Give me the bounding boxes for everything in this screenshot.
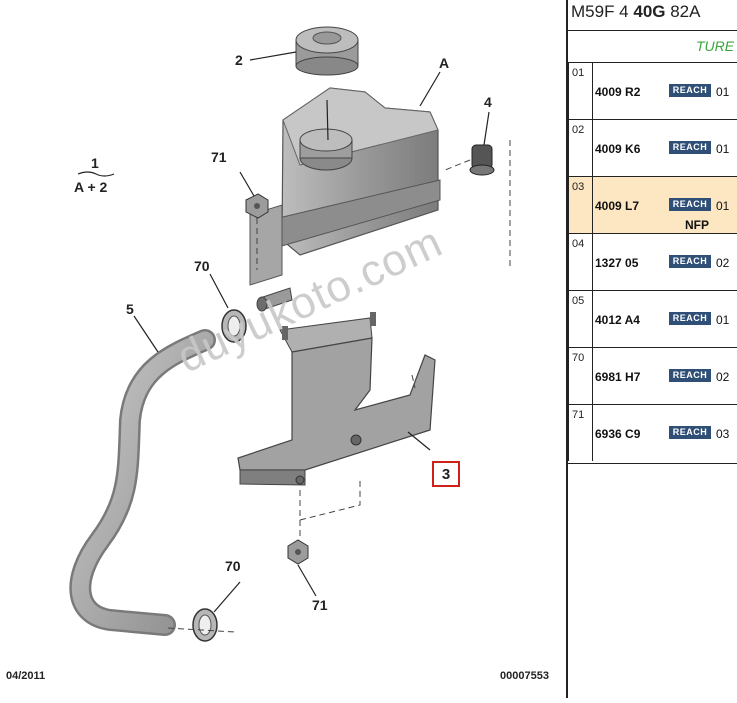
table-row[interactable]: 05 4012 A4 REACH 01	[568, 290, 737, 347]
grommet	[469, 144, 495, 176]
part-reference[interactable]: 4009 R2	[595, 85, 641, 99]
reach-badge[interactable]: REACH	[669, 312, 711, 325]
row-number: 01	[572, 67, 585, 79]
callout-clip-lower: 70	[225, 558, 241, 574]
part-note: NFP	[685, 218, 709, 232]
panel-divider	[566, 0, 568, 698]
bracket-highlight-callout[interactable]: 3	[432, 461, 460, 487]
callout-clip-upper: 70	[194, 258, 210, 274]
callout-grommet: 4	[484, 94, 492, 110]
expansion-tank	[249, 87, 441, 312]
nut-lower	[287, 539, 309, 565]
reach-badge[interactable]: REACH	[669, 84, 711, 97]
row-number: 71	[572, 409, 585, 421]
table-row[interactable]: 70 6981 H7 REACH 02	[568, 347, 737, 404]
parts-table: 01 4009 R2 REACH 01 02 4009 K6 REACH 01 03 4009 L…	[568, 62, 737, 461]
part-reference[interactable]: 4009 L7	[595, 199, 640, 213]
part-quantity: 01	[716, 142, 730, 156]
parts-list-panel: M59F 4 40G 82A TURE 01 4009 R2 REACH 01 02 40…	[568, 0, 737, 698]
row-divider	[592, 234, 593, 290]
parts-diagram: 2 A 4 71 70 5 70 71 1 A + 2 duyukoto.com…	[6, 26, 549, 682]
reach-badge[interactable]: REACH	[669, 426, 711, 439]
part-reference[interactable]: 1327 05	[595, 256, 639, 270]
panel-title-bold: 40G	[633, 2, 666, 21]
reach-badge[interactable]: REACH	[669, 369, 711, 382]
leader-lines	[133, 51, 490, 613]
row-divider	[592, 291, 593, 347]
reach-badge[interactable]: REACH	[669, 141, 711, 154]
row-number: 70	[572, 352, 585, 364]
part-reference[interactable]: 6936 C9	[595, 427, 641, 441]
table-row[interactable]: 71 6936 C9 REACH 03	[568, 404, 737, 461]
callout-nut-lower: 71	[312, 597, 328, 613]
panel-subtitle: TURE	[696, 38, 735, 54]
nut-upper	[245, 193, 269, 219]
table-row[interactable]: 04 1327 05 REACH 02	[568, 233, 737, 290]
part-reference[interactable]: 4012 A4	[595, 313, 640, 327]
part-quantity: 01	[716, 85, 730, 99]
row-number: 03	[572, 181, 585, 193]
part-reference[interactable]: 6981 H7	[595, 370, 641, 384]
part-quantity: 02	[716, 370, 730, 384]
part-quantity: 01	[716, 199, 730, 213]
row-number: 02	[572, 124, 585, 136]
reach-badge[interactable]: REACH	[669, 255, 711, 268]
tank-cap	[295, 26, 359, 76]
diagram-drawing: 2 A 4 71 70 5 70 71 1 A + 2	[69, 26, 511, 642]
hose-clip-upper	[221, 309, 247, 343]
footer-date: 04/2011	[6, 670, 46, 682]
part-quantity: 02	[716, 256, 730, 270]
row-divider	[592, 63, 593, 119]
row-divider	[592, 177, 593, 233]
panel-title-prefix: M59F 4	[571, 2, 634, 21]
table-row[interactable]: 02 4009 K6 REACH 01	[568, 119, 737, 176]
part-quantity: 01	[716, 313, 730, 327]
hose-clip-lower	[192, 608, 218, 642]
panel-title-suffix: 82A	[665, 2, 701, 21]
row-divider	[592, 348, 593, 404]
row-number: 04	[572, 238, 585, 250]
callout-nut-upper: 71	[211, 149, 227, 165]
panel-title: M59F 4 40G 82A	[571, 2, 700, 22]
assembly-lines	[167, 140, 511, 633]
row-divider	[592, 120, 593, 176]
part-reference[interactable]: 4009 K6	[595, 142, 641, 156]
callout-tank: A	[439, 55, 449, 71]
table-bottom-border	[568, 463, 737, 464]
row-divider	[592, 405, 593, 461]
row-number: 05	[572, 295, 585, 307]
part-quantity: 03	[716, 427, 730, 441]
callout-hose: 5	[126, 301, 134, 317]
footer-code: 00007553	[500, 670, 549, 682]
callout-group-top: 1	[91, 155, 99, 171]
callout-group-bottom: A + 2	[74, 179, 108, 195]
table-row[interactable]: 01 4009 R2 REACH 01	[568, 62, 737, 119]
panel-subtitle-bar: TURE	[568, 30, 737, 62]
callout-cap: 2	[235, 52, 243, 68]
mounting-bracket	[237, 312, 436, 486]
reach-badge[interactable]: REACH	[669, 198, 711, 211]
